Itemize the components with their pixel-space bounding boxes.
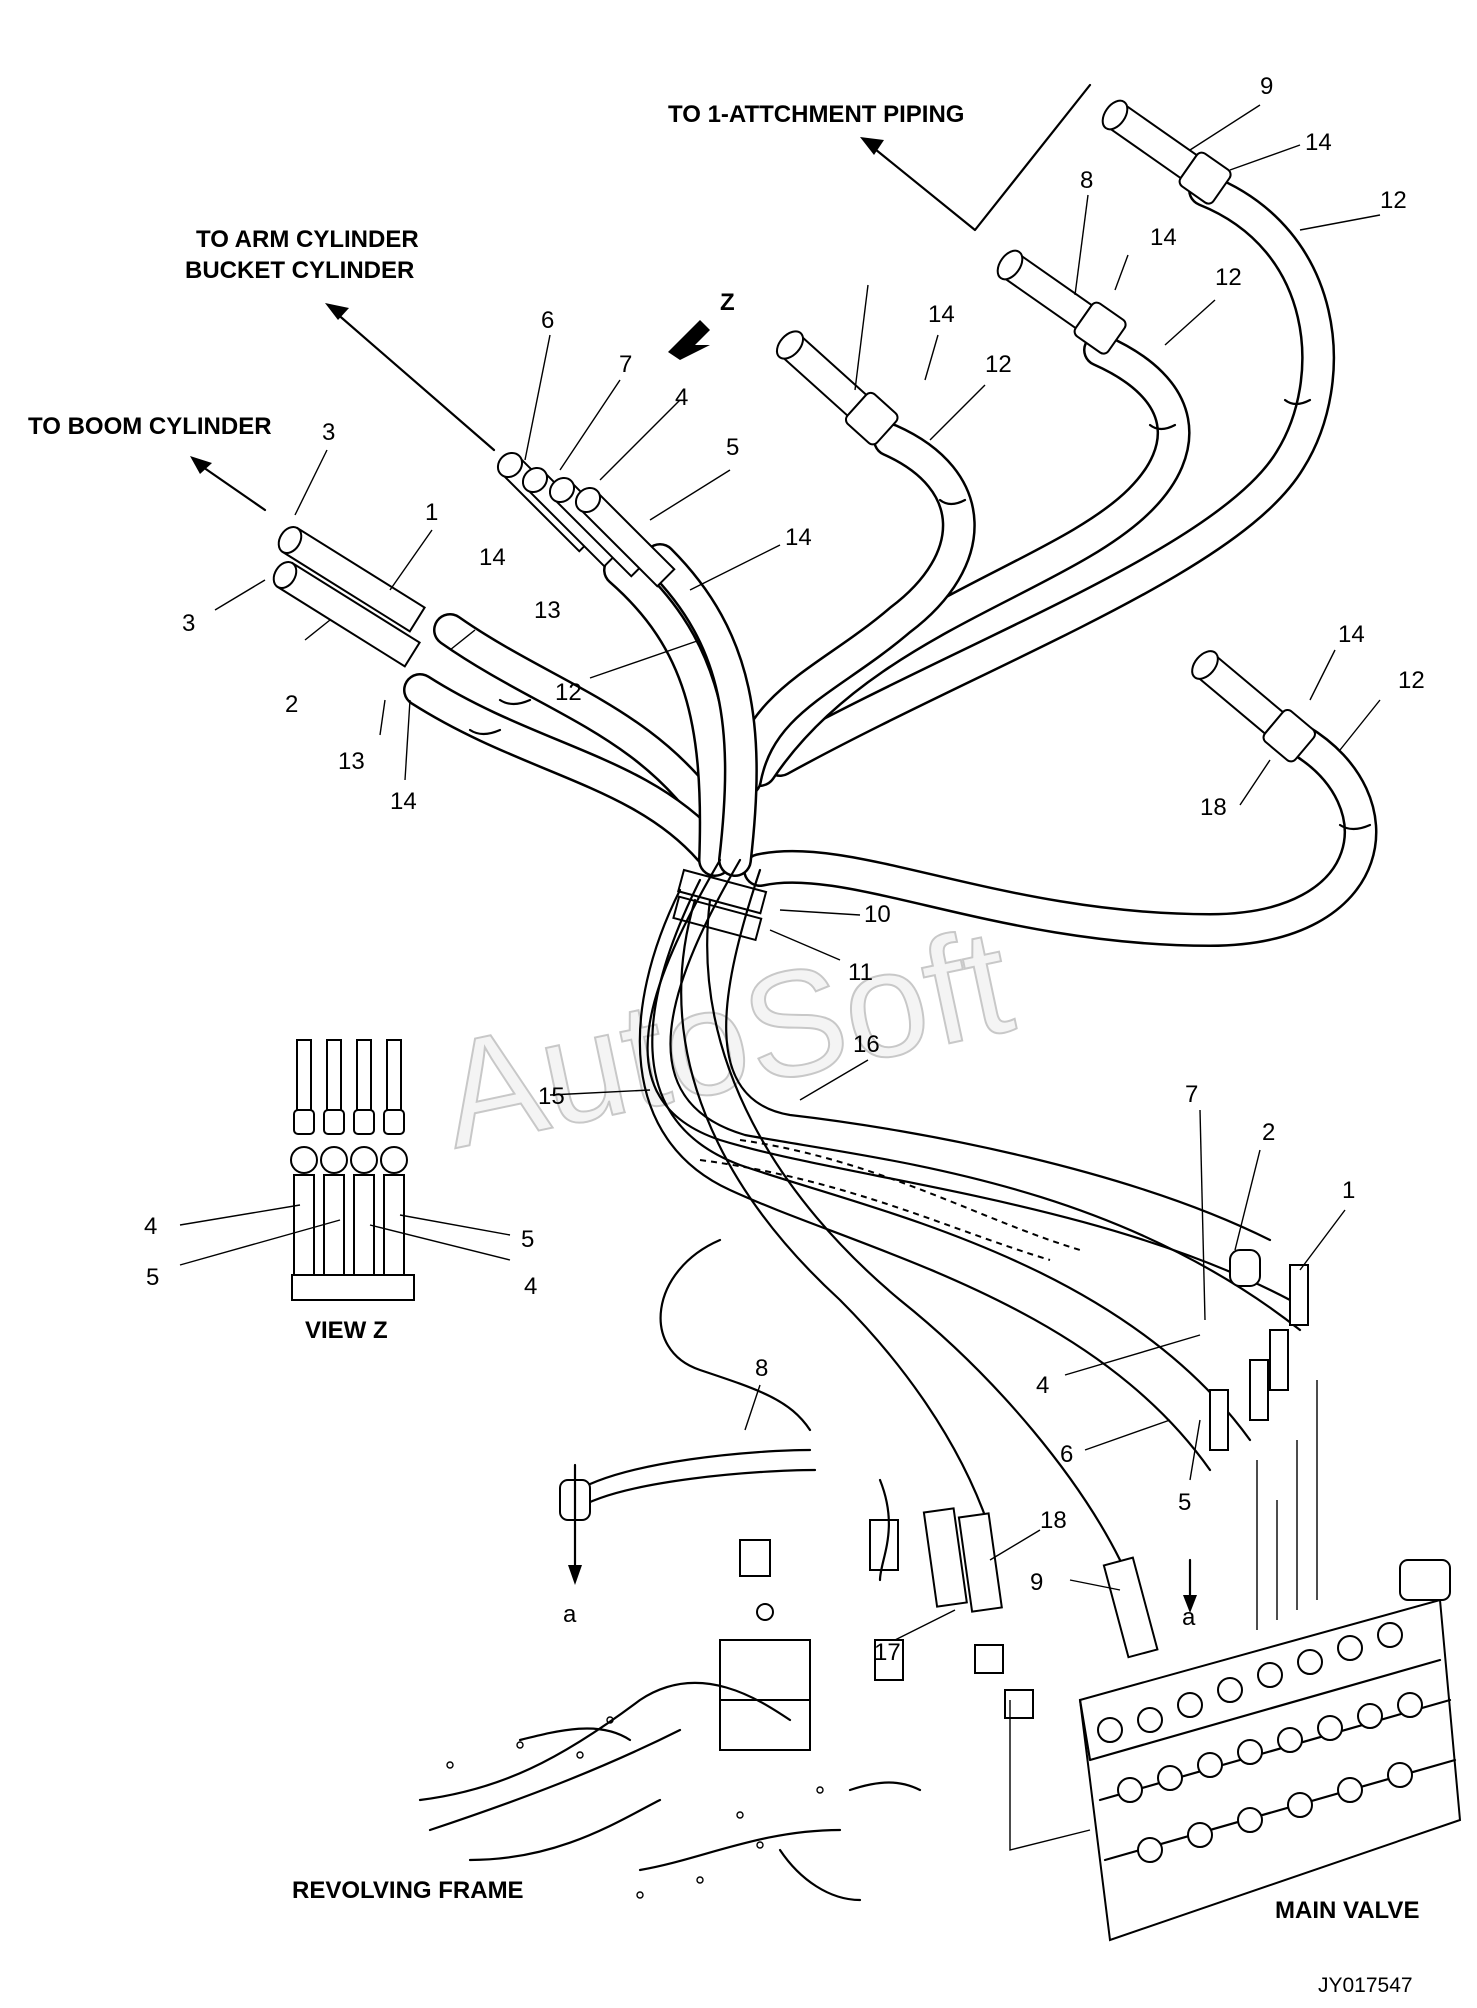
drawing-code: JY017547 xyxy=(1318,1974,1413,1997)
main-valve-block xyxy=(1078,1559,1462,1942)
callout-4: 4 xyxy=(675,384,688,411)
callout-14: 14 xyxy=(928,301,955,328)
revolving-frame-outline xyxy=(418,1681,922,1902)
callout-9: 9 xyxy=(1030,1569,1043,1596)
label-to-boom: TO BOOM CYLINDER xyxy=(28,413,272,440)
view-z-callout-4: 4 xyxy=(144,1213,157,1240)
view-z-callout-4: 4 xyxy=(524,1273,537,1300)
callout-14: 14 xyxy=(1305,129,1332,156)
callout-1: 1 xyxy=(425,499,438,526)
callout-12: 12 xyxy=(1380,187,1407,214)
callout-leader-lines xyxy=(179,104,1381,1641)
label-z: Z xyxy=(720,289,735,316)
callout-14: 14 xyxy=(390,788,417,815)
callout-14: 14 xyxy=(479,544,506,571)
callout-9: 9 xyxy=(1260,73,1273,100)
callout-13: 13 xyxy=(534,597,561,624)
callout-12: 12 xyxy=(1215,264,1242,291)
label-main-valve: MAIN VALVE xyxy=(1275,1897,1419,1924)
upper-hose-bundle xyxy=(403,173,1378,947)
valve-leader-lines xyxy=(1009,1380,1318,1851)
callout-6: 6 xyxy=(1060,1441,1073,1468)
callout-12: 12 xyxy=(1398,667,1425,694)
view-z-callout-5: 5 xyxy=(146,1264,159,1291)
label-to-arm: TO ARM CYLINDER xyxy=(196,226,419,253)
callout-12: 12 xyxy=(985,351,1012,378)
callout-15: 15 xyxy=(538,1083,565,1110)
callout-14: 14 xyxy=(1338,621,1365,648)
callout-12: 12 xyxy=(555,679,582,706)
callout-3: 3 xyxy=(322,419,335,446)
callout-18: 18 xyxy=(1200,794,1227,821)
view-z-inset xyxy=(290,1039,415,1301)
callout-2: 2 xyxy=(1262,1119,1275,1146)
callout-5: 5 xyxy=(726,434,739,461)
callout-13: 13 xyxy=(338,748,365,775)
hose-break-marks xyxy=(468,398,1372,831)
callout-8: 8 xyxy=(1080,167,1093,194)
lower-hose-ends xyxy=(922,1249,1309,1719)
callout-7: 7 xyxy=(619,351,632,378)
label-ref-a-left: a xyxy=(563,1601,577,1628)
callout-3: 3 xyxy=(182,610,195,637)
callout-11: 11 xyxy=(848,959,873,986)
label-view-z: VIEW Z xyxy=(305,1317,388,1344)
callout-16: 16 xyxy=(853,1031,880,1058)
hose-end-fittings xyxy=(272,99,1316,763)
lower-hose-bundle xyxy=(638,858,1302,1562)
label-ref-a-right: a xyxy=(1182,1604,1196,1631)
callout-6: 6 xyxy=(541,307,554,334)
view-z-callout-5: 5 xyxy=(521,1226,534,1253)
callout-10: 10 xyxy=(864,901,891,928)
callout-5: 5 xyxy=(1178,1489,1191,1516)
part-callouts: 9 14 12 8 14 12 14 12 6 7 4 5 14 12 3 1 … xyxy=(144,73,1425,1666)
callout-17: 17 xyxy=(874,1639,901,1666)
callout-7: 7 xyxy=(1185,1081,1198,1108)
callout-1: 1 xyxy=(1342,1177,1355,1204)
callout-2: 2 xyxy=(285,691,298,718)
label-revolving-frame: REVOLVING FRAME xyxy=(292,1877,524,1904)
callout-14: 14 xyxy=(785,524,812,551)
callout-14: 14 xyxy=(1150,224,1177,251)
destination-arrows xyxy=(198,83,1192,1602)
frame-bolt-holes xyxy=(446,1716,824,1899)
label-bucket: BUCKET CYLINDER xyxy=(185,257,414,284)
swivel-joint xyxy=(559,1448,904,1751)
view-z-arrow xyxy=(668,320,710,360)
arrow-heads xyxy=(190,137,1197,1613)
callout-4: 4 xyxy=(1036,1372,1049,1399)
callout-8: 8 xyxy=(755,1355,768,1382)
label-to-attachment: TO 1-ATTCHMENT PIPING xyxy=(668,101,964,128)
main-valve-fittings xyxy=(1097,1622,1423,1863)
callout-18: 18 xyxy=(1040,1507,1067,1534)
